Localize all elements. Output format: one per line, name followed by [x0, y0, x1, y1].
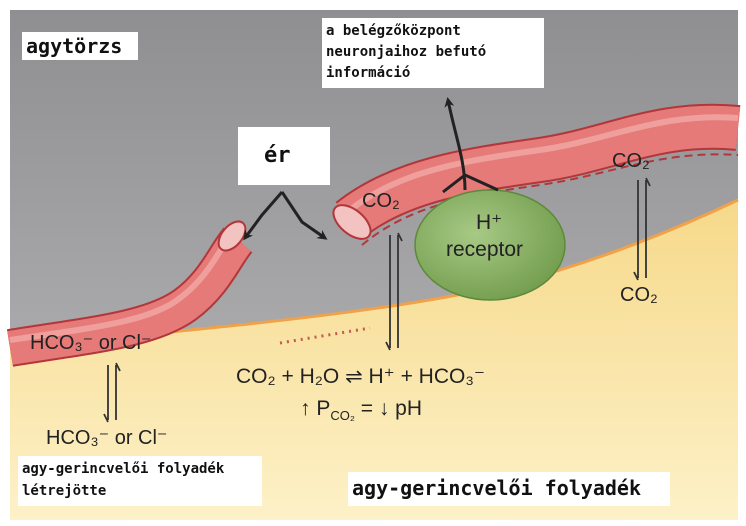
csf-label: agy-gerincvelői folyadék: [352, 476, 641, 500]
csf-label-box: agy-gerincvelői folyadék: [348, 472, 670, 506]
left-ion-top: HCO₃⁻ or Cl⁻: [30, 332, 152, 354]
pco2-right: = ↓ pH: [360, 397, 423, 420]
equilibrium-arrows-left: [103, 362, 121, 423]
right-vessel-opening: [332, 204, 372, 240]
info-label-box: a belégzőközpont neuronjaihoz befutó inf…: [322, 18, 544, 88]
vessel-co2-label: CO₂: [362, 190, 400, 212]
left-vessel-opening: [217, 220, 247, 252]
csf-formation-line-2: létrejötte: [22, 483, 107, 499]
csf-region: [10, 200, 738, 520]
info-arrow: [444, 97, 467, 191]
csf-formation-line-1: agy-gerincvelői folyadék: [22, 461, 225, 477]
equilibrium-arrows-center: [385, 232, 403, 351]
membrane-dotted: [279, 326, 371, 345]
right-co2-top: CO₂: [612, 150, 650, 172]
equilibrium-equation: CO₂ + H₂O ⇌ H⁺ + HCO₃⁻: [236, 365, 485, 388]
info-line-2: neuronjaihoz befutó: [326, 44, 487, 60]
vessel-label: ér: [264, 143, 291, 168]
vessel-arrow-left: [243, 191, 284, 241]
brainstem-label-box: agytörzs: [22, 32, 138, 60]
info-line-1: a belégzőközpont: [326, 23, 461, 39]
brainstem-label: agytörzs: [26, 34, 123, 58]
receptor-h-label: H⁺: [476, 211, 503, 234]
left-vessel: [7, 228, 252, 365]
info-line-3: információ: [326, 65, 411, 81]
right-vessel-dashed-wall: [361, 153, 739, 246]
right-co2-bottom: CO₂: [620, 284, 658, 306]
receptor-name-label: receptor: [446, 238, 524, 261]
right-vessel: [336, 105, 741, 237]
receptor-fork: [442, 173, 499, 194]
right-vessel-highlight: [348, 114, 739, 213]
equilibrium-arrows-right: [633, 177, 651, 281]
h-receptor: [414, 189, 566, 301]
pco2-relation: ↑ PCO₂ = ↓ pH: [300, 397, 422, 423]
left-vessel-highlight: [9, 234, 233, 343]
pco2-left: ↑ P: [300, 397, 331, 420]
csf-formation-label-box: agy-gerincvelői folyadék létrejötte: [18, 456, 262, 506]
vessel-label-box: ér: [238, 127, 330, 185]
left-ion-bottom: HCO₃⁻ or Cl⁻: [46, 427, 168, 449]
vessel-arrow-right: [280, 191, 328, 240]
pco2-subscript: CO₂: [330, 408, 355, 424]
